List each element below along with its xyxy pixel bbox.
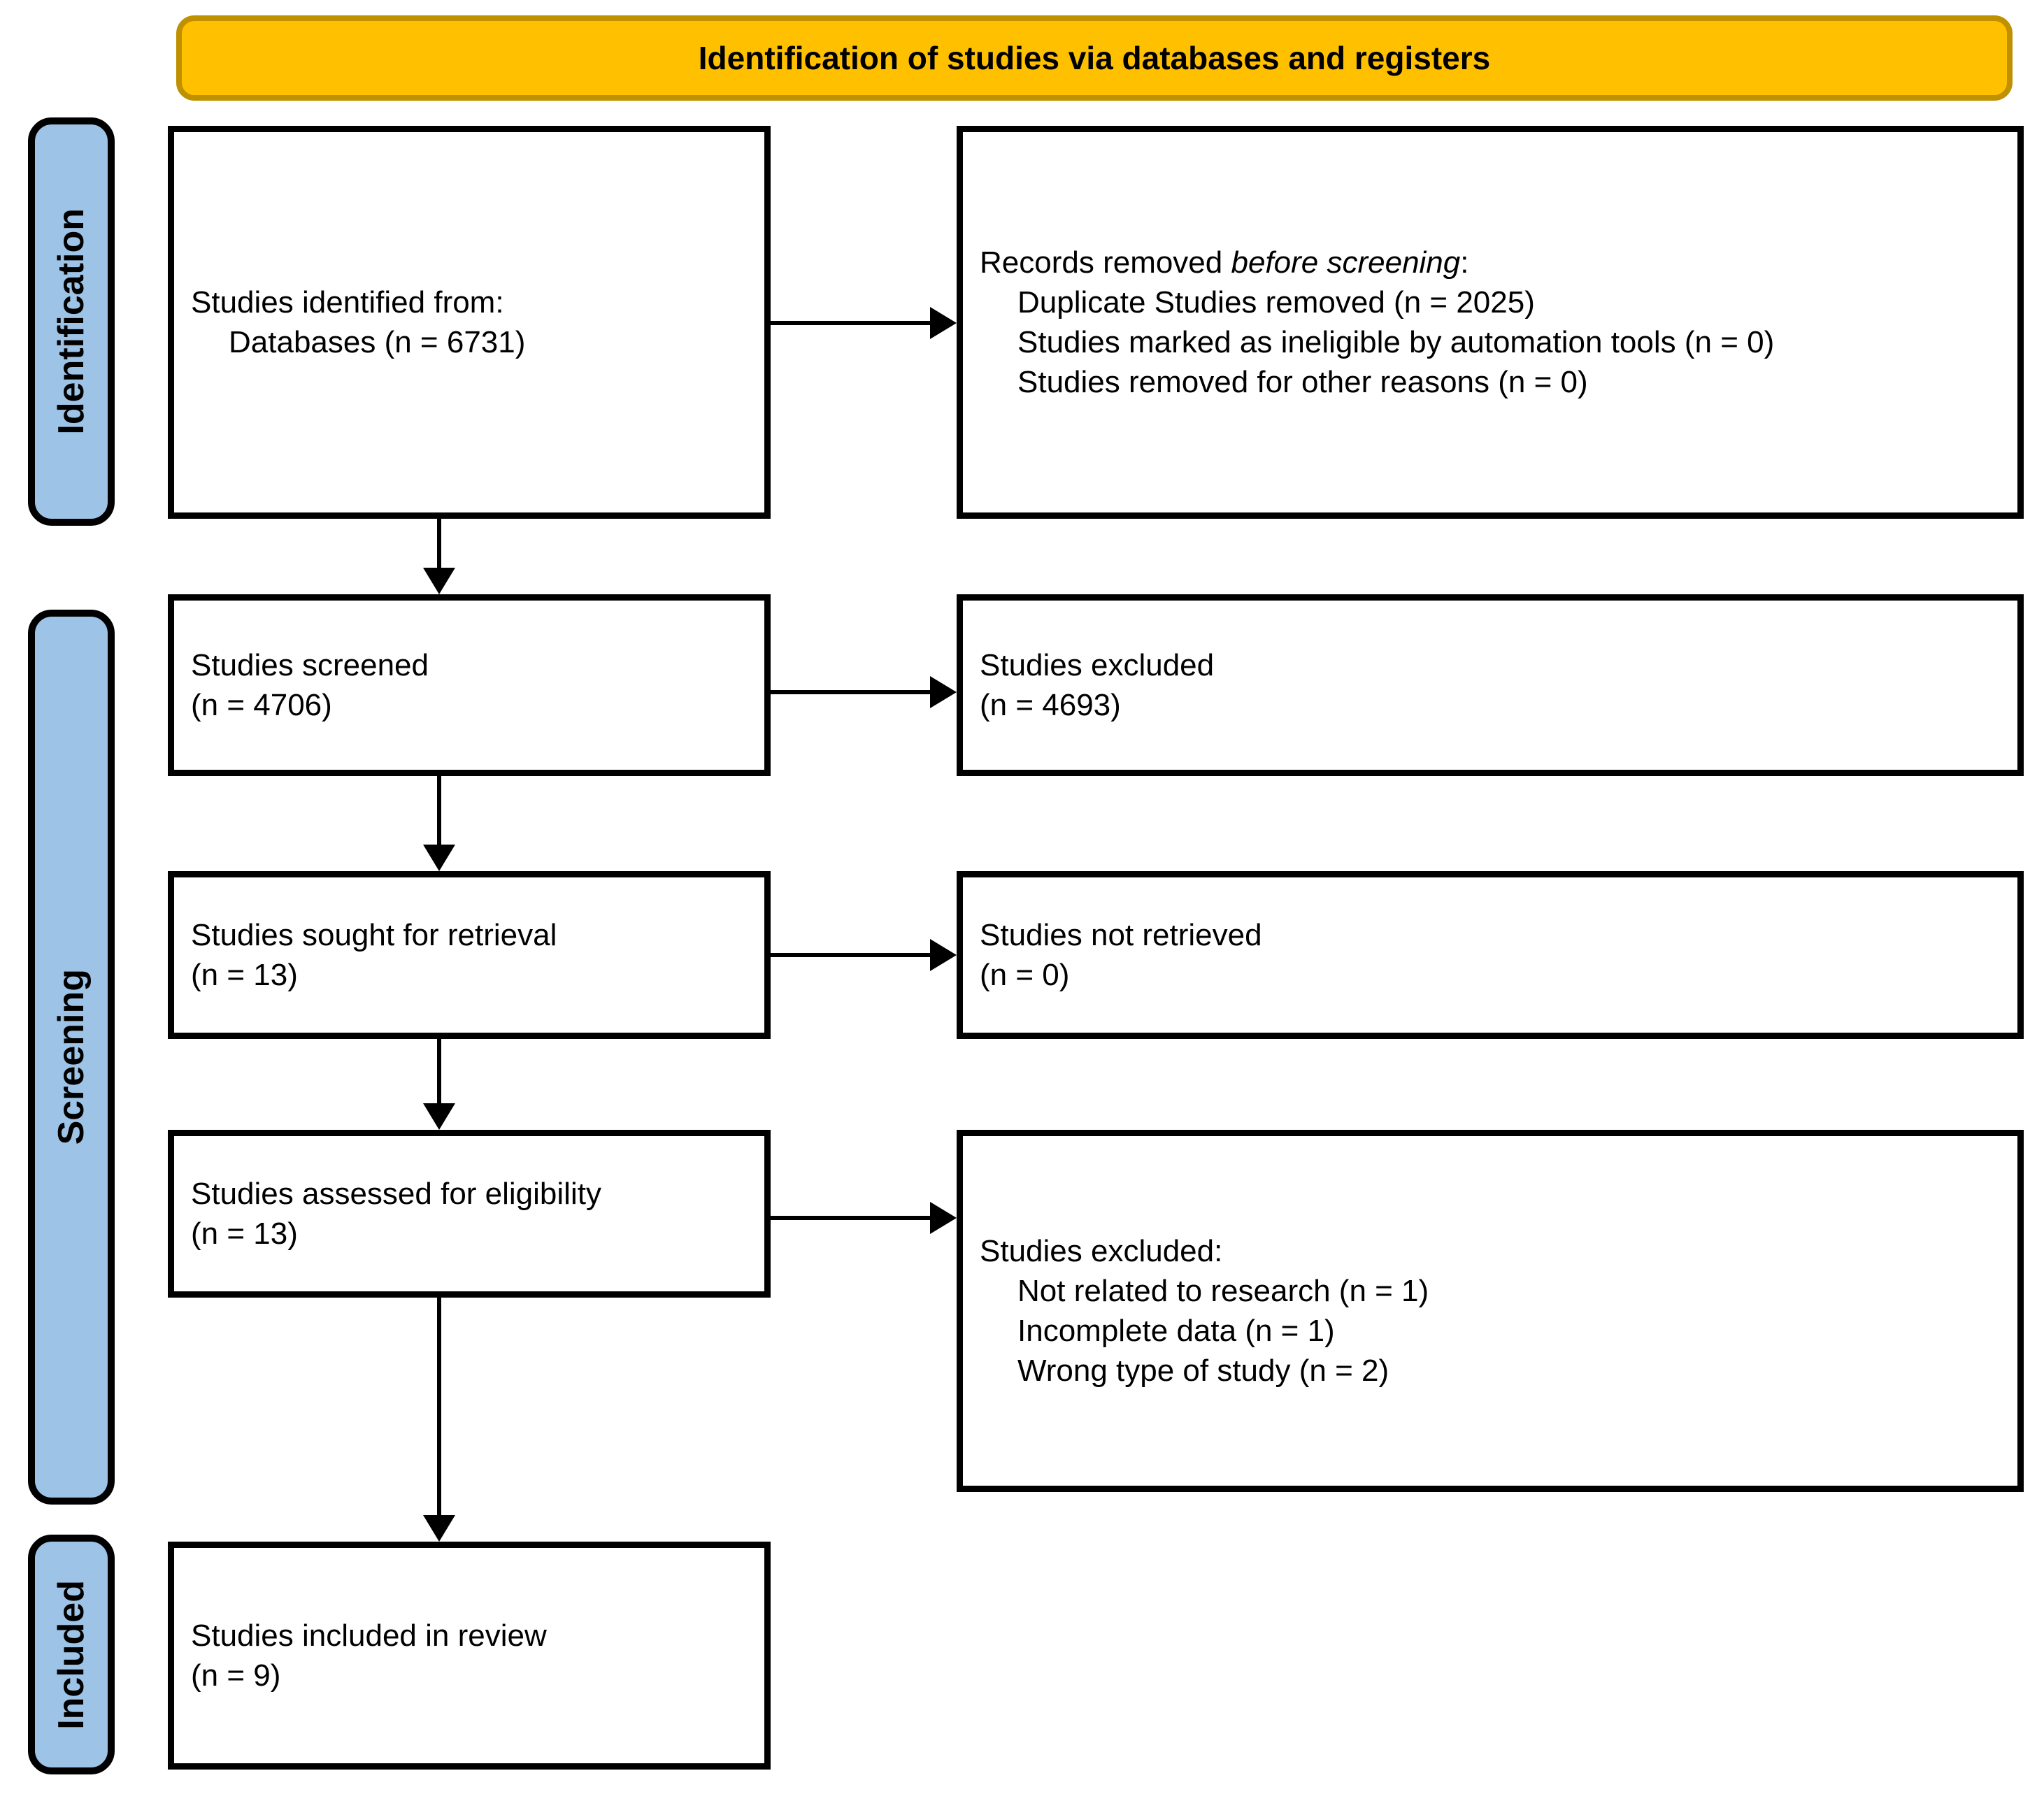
box-studies-included: Studies included in review (n = 9) (168, 1542, 771, 1770)
studies-excluded-eligibility-item-incomplete: Incomplete data (n = 1) (1017, 1314, 1335, 1348)
arrow-assessed-to-excluded-head-icon (930, 1202, 957, 1234)
arrow-assessed-to-included-line (437, 1298, 441, 1516)
records-removed-title-emphasis: before screening (1231, 245, 1461, 280)
stage-label-identification: Identification (28, 117, 115, 526)
arrow-sought-to-notretrieved-line (771, 953, 931, 957)
arrow-identified-to-removed-head-icon (930, 307, 957, 339)
stage-label-screening: Screening (28, 610, 115, 1505)
studies-identified-line1: Studies identified from: (191, 285, 504, 320)
arrow-sought-to-notretrieved-head-icon (930, 939, 957, 971)
diagram-title: Identification of studies via databases … (698, 40, 1491, 76)
records-removed-title-suffix: : (1460, 245, 1469, 280)
studies-excluded-eligibility-item-wrongtype: Wrong type of study (n = 2) (1017, 1354, 1389, 1389)
arrow-sought-to-assessed-line (437, 1039, 441, 1105)
arrow-screened-to-excluded-line (771, 690, 931, 694)
studies-assessed-line1: Studies assessed for eligibility (191, 1176, 601, 1211)
box-studies-assessed: Studies assessed for eligibility (n = 13… (168, 1130, 771, 1298)
studies-included-line2: (n = 9) (191, 1658, 281, 1693)
box-studies-identified: Studies identified from: Databases (n = … (168, 126, 771, 519)
records-removed-item-duplicates: Duplicate Studies removed (n = 2025) (1017, 285, 1535, 320)
stage-label-identification-text: Identification (51, 208, 92, 435)
arrow-screened-to-excluded-head-icon (930, 676, 957, 708)
stage-label-included: Included (28, 1535, 115, 1774)
arrow-screened-to-sought-line (437, 776, 441, 846)
box-studies-excluded-screening: Studies excluded (n = 4693) (957, 594, 2024, 776)
arrow-identified-to-removed-line (771, 321, 931, 325)
records-removed-item-automation: Studies marked as ineligible by automati… (1017, 325, 1775, 359)
studies-not-retrieved-line2: (n = 0) (980, 958, 1070, 992)
studies-sought-line1: Studies sought for retrieval (191, 917, 557, 952)
arrow-sought-to-assessed-head-icon (423, 1103, 455, 1130)
records-removed-title-prefix: Records removed (980, 245, 1231, 280)
box-records-removed: Records removed before screening: Duplic… (957, 126, 2024, 519)
studies-screened-line1: Studies screened (191, 647, 429, 682)
stage-label-included-text: Included (51, 1579, 92, 1730)
studies-not-retrieved-line1: Studies not retrieved (980, 917, 1262, 952)
box-studies-excluded-eligibility: Studies excluded: Not related to researc… (957, 1130, 2024, 1492)
records-removed-title: Records removed before screening: (980, 243, 2001, 282)
studies-excluded-eligibility-title: Studies excluded: (980, 1233, 1223, 1268)
studies-excluded-eligibility-item-notrelated: Not related to research (n = 1) (1017, 1273, 1429, 1308)
studies-included-line1: Studies included in review (191, 1618, 547, 1653)
diagram-title-banner: Identification of studies via databases … (176, 15, 2013, 101)
studies-screened-line2: (n = 4706) (191, 688, 332, 722)
arrow-screened-to-sought-head-icon (423, 845, 455, 871)
studies-excluded-screening-line1: Studies excluded (980, 647, 1215, 682)
arrow-identified-to-screened-line (437, 519, 441, 569)
studies-assessed-line2: (n = 13) (191, 1217, 298, 1251)
box-studies-sought: Studies sought for retrieval (n = 13) (168, 871, 771, 1039)
studies-identified-line2: Databases (n = 6731) (229, 325, 526, 359)
arrow-assessed-to-excluded-line (771, 1216, 931, 1220)
studies-excluded-screening-line2: (n = 4693) (980, 688, 1121, 722)
box-studies-screened: Studies screened (n = 4706) (168, 594, 771, 776)
box-studies-not-retrieved: Studies not retrieved (n = 0) (957, 871, 2024, 1039)
stage-label-screening-text: Screening (51, 969, 92, 1145)
studies-sought-line2: (n = 13) (191, 958, 298, 992)
arrow-identified-to-screened-head-icon (423, 568, 455, 594)
arrow-assessed-to-included-head-icon (423, 1515, 455, 1542)
records-removed-item-other: Studies removed for other reasons (n = 0… (1017, 365, 1588, 400)
